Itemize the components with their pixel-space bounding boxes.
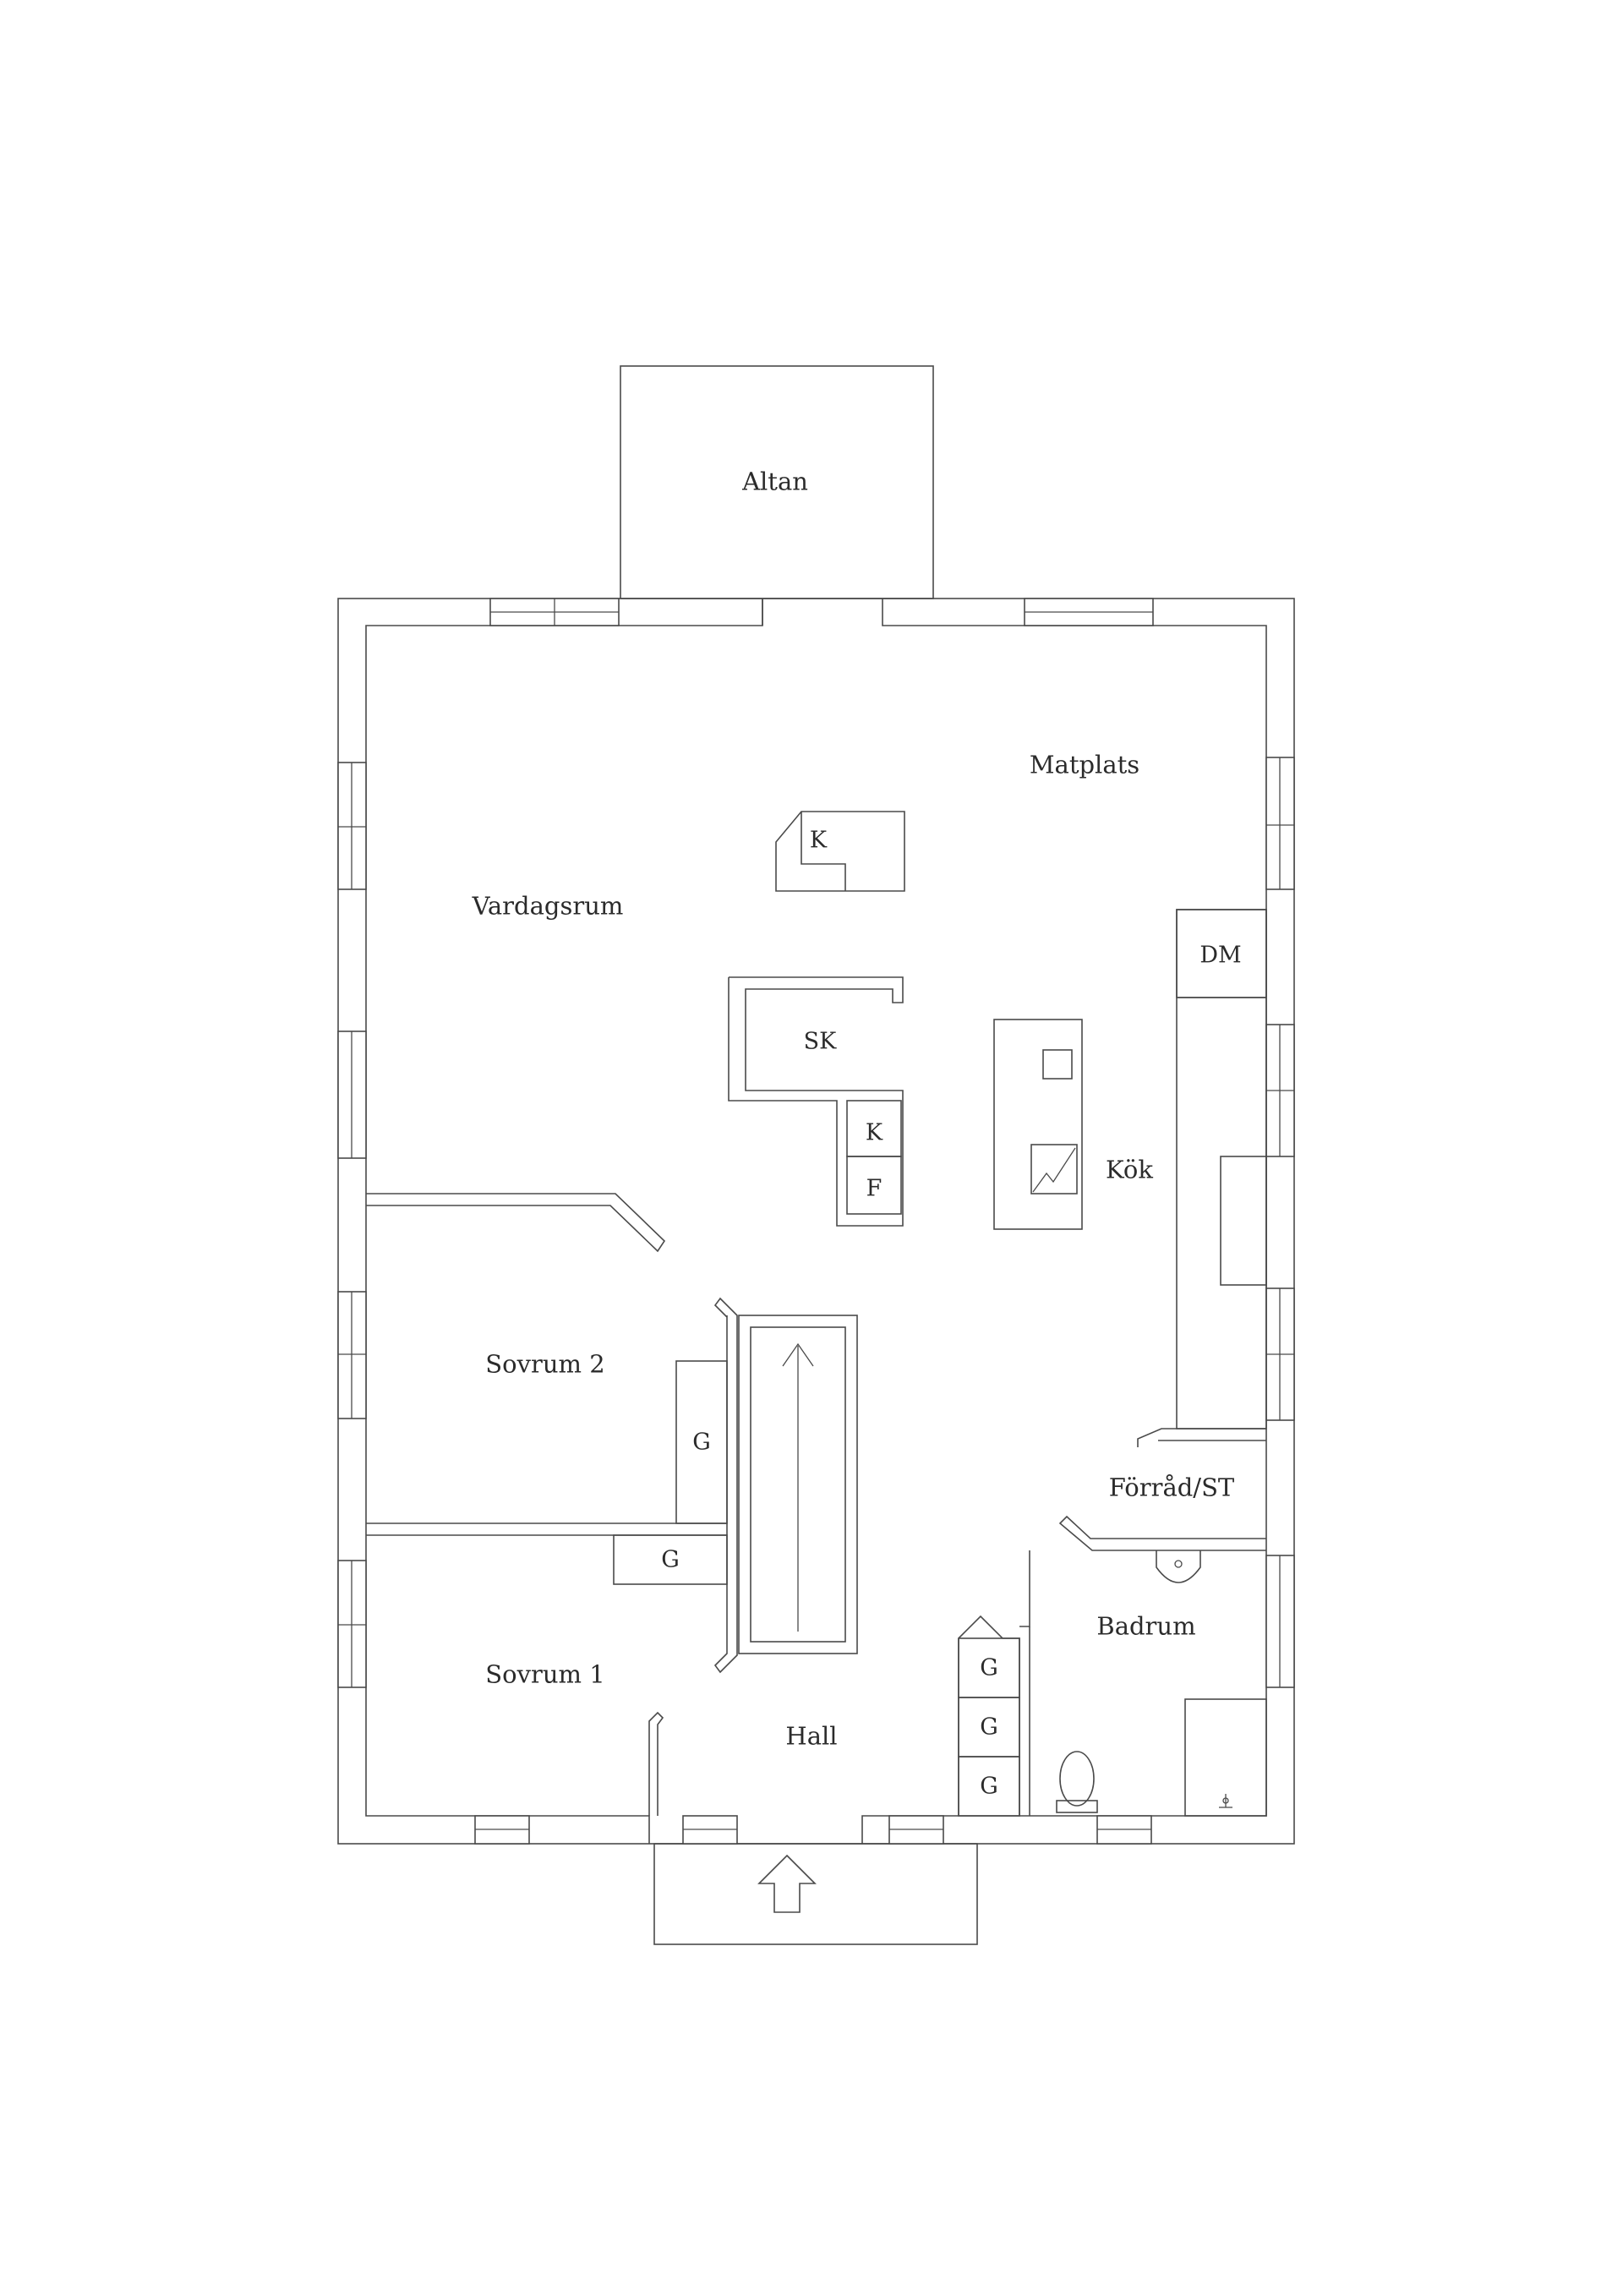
fixture-label-g-sovrum2: G [692,1429,711,1456]
room-label-sovrum1: Sovrum 1 [485,1659,605,1689]
fixture-label-k-mid: K [865,1119,883,1146]
washbasin-icon [1156,1550,1201,1583]
stair-arrow-icon [782,1342,814,1632]
staircase [738,1315,858,1654]
fixture-label-g-hall-1: G [980,1654,998,1681]
fixture-label-g-hall-2: G [980,1714,998,1741]
shower-icon [1184,1698,1267,1817]
wardrobe-hall-3 [958,1756,1020,1817]
fixture-label-f: F [866,1175,883,1202]
dm-box [1176,909,1267,998]
entrance-arrow-icon [757,1854,817,1913]
wardrobe-sovrum2 [675,1360,728,1524]
kitchen-counter [1176,909,1267,1430]
room-label-matplats: Matplats [1029,750,1140,779]
fixture-label-g-sovrum1: G [661,1546,680,1573]
room-label-badrum: Badrum [1096,1611,1196,1641]
stove-icon [1030,1144,1078,1194]
fixture-label-dm: DM [1199,942,1242,969]
room-label-vardagsrum: Vardagsrum [472,891,624,921]
room-label-forrad: Förråd/ST [1108,1473,1235,1502]
sk-fixture [728,976,904,1227]
k-top-fixture [775,811,905,892]
room-label-altan: Altan [742,467,808,496]
entrance-platform [653,1843,978,1945]
fixture-label-g-hall-3: G [980,1773,998,1800]
fixture-label-k-top: K [809,827,828,854]
wardrobe-sovrum1 [613,1534,728,1585]
room-label-kok: Kök [1106,1155,1153,1184]
room-label-sovrum2: Sovrum 2 [485,1349,605,1379]
sink-icon [1042,1049,1073,1080]
fixture-label-sk: SK [803,1028,837,1055]
fridge-unit [1220,1156,1267,1286]
exterior-walls [337,598,1295,1845]
room-label-hall: Hall [785,1721,838,1751]
toilet-icon [1056,1751,1098,1813]
windows [337,598,1295,1845]
kitchen-island [993,1019,1083,1230]
